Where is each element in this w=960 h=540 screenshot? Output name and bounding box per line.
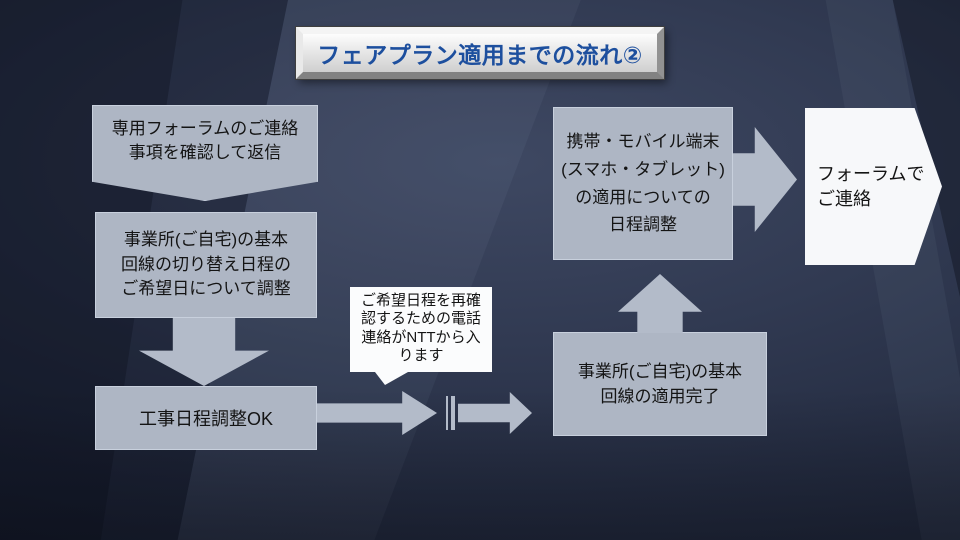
right-arrow-shape xyxy=(733,127,797,232)
flow-step-label: 事業所(ご自宅)の基本 回線の切り替え日程の ご希望日について調整 xyxy=(121,230,291,299)
flow-step-label: 専用フォーラムのご連絡 事項を確認して返信 xyxy=(111,119,299,163)
up-arrow-shape xyxy=(618,274,702,333)
flow-step-mobile-schedule: 携帯・モバイル端末 (スマホ・タブレット) の適用についての 日程調整 xyxy=(553,107,733,260)
flow-step-label: フォーラムで ご連絡 xyxy=(817,163,925,209)
right-arrow-shape xyxy=(317,391,437,435)
arrow-stripe xyxy=(446,396,448,430)
flow-step-forum-contact: フォーラムで ご連絡 xyxy=(805,108,942,265)
flow-step-schedule-adjust: 事業所(ご自宅)の基本 回線の切り替え日程の ご希望日について調整 xyxy=(95,212,317,318)
page-title: フェアプラン適用までの流れ② xyxy=(317,42,643,68)
flow-step-line-applied: 事業所(ご自宅)の基本 回線の適用完了 xyxy=(553,332,767,436)
callout-label: ご希望日程を再確 認するための電話 連絡がNTTから入 ります xyxy=(360,292,481,365)
arrow-body xyxy=(458,392,532,434)
flow-step-confirm-forum: 専用フォーラムのご連絡 事項を確認して返信 xyxy=(92,105,318,201)
flow-step-label: 工事日程調整OK xyxy=(138,409,273,429)
flow-step-label: 携帯・モバイル端末 (スマホ・タブレット) の適用についての 日程調整 xyxy=(561,132,725,235)
callout-tail xyxy=(375,372,408,385)
down-arrow-shape xyxy=(139,318,269,386)
slide-title-box: フェアプラン適用までの流れ② xyxy=(295,26,665,80)
flow-step-label: 事業所(ご自宅)の基本 回線の適用完了 xyxy=(577,361,743,407)
phone-call-callout: ご希望日程を再確 認するための電話 連絡がNTTから入 ります xyxy=(350,287,492,385)
arrow-stripe xyxy=(451,396,455,430)
striped-right-arrow-shape xyxy=(446,392,532,434)
flow-step-construction-ok: 工事日程調整OK xyxy=(95,386,317,450)
